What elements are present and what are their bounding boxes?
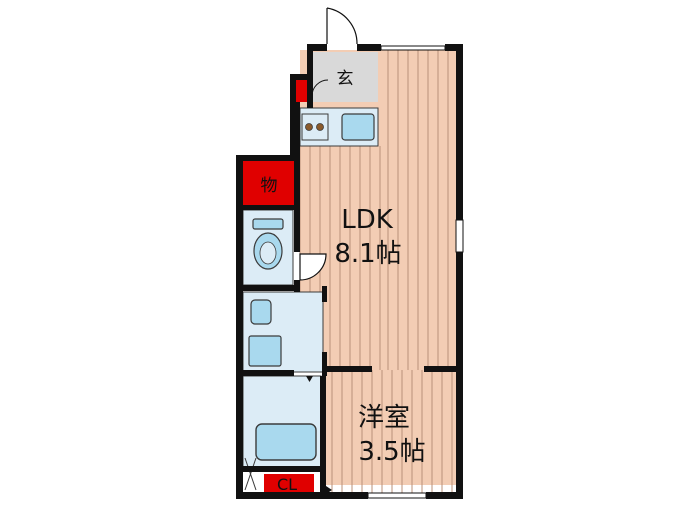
burner-icon <box>316 123 324 131</box>
ldk-floor <box>300 50 458 370</box>
toilet-tank <box>252 218 284 230</box>
entrance-floor <box>312 52 378 102</box>
western-size: 3.5帖 <box>358 437 425 467</box>
closet-cross-icon <box>244 457 257 491</box>
walls <box>236 44 463 499</box>
door-markers <box>306 376 332 494</box>
entrance-label: 玄 <box>337 69 354 89</box>
storage-area <box>243 160 295 207</box>
toilet-seat <box>259 241 277 265</box>
closet-label: CL <box>277 475 297 494</box>
ldk-name: LDK <box>341 205 394 235</box>
bathtub-icon <box>255 423 317 461</box>
shoe-box <box>293 80 311 102</box>
burner-icon <box>305 123 313 131</box>
shoe-box-door <box>311 79 329 97</box>
entrance-door <box>326 7 358 45</box>
western-name: 洋室 <box>358 403 410 433</box>
storage-label: 物 <box>261 176 278 196</box>
kitchen-sink <box>341 113 375 141</box>
toilet-door <box>299 253 327 281</box>
windows <box>367 45 464 499</box>
closet-area <box>264 474 314 496</box>
washing-machine-icon <box>248 335 282 367</box>
ldk-size: 8.1帖 <box>334 239 401 269</box>
wash-basin-icon <box>250 299 272 325</box>
